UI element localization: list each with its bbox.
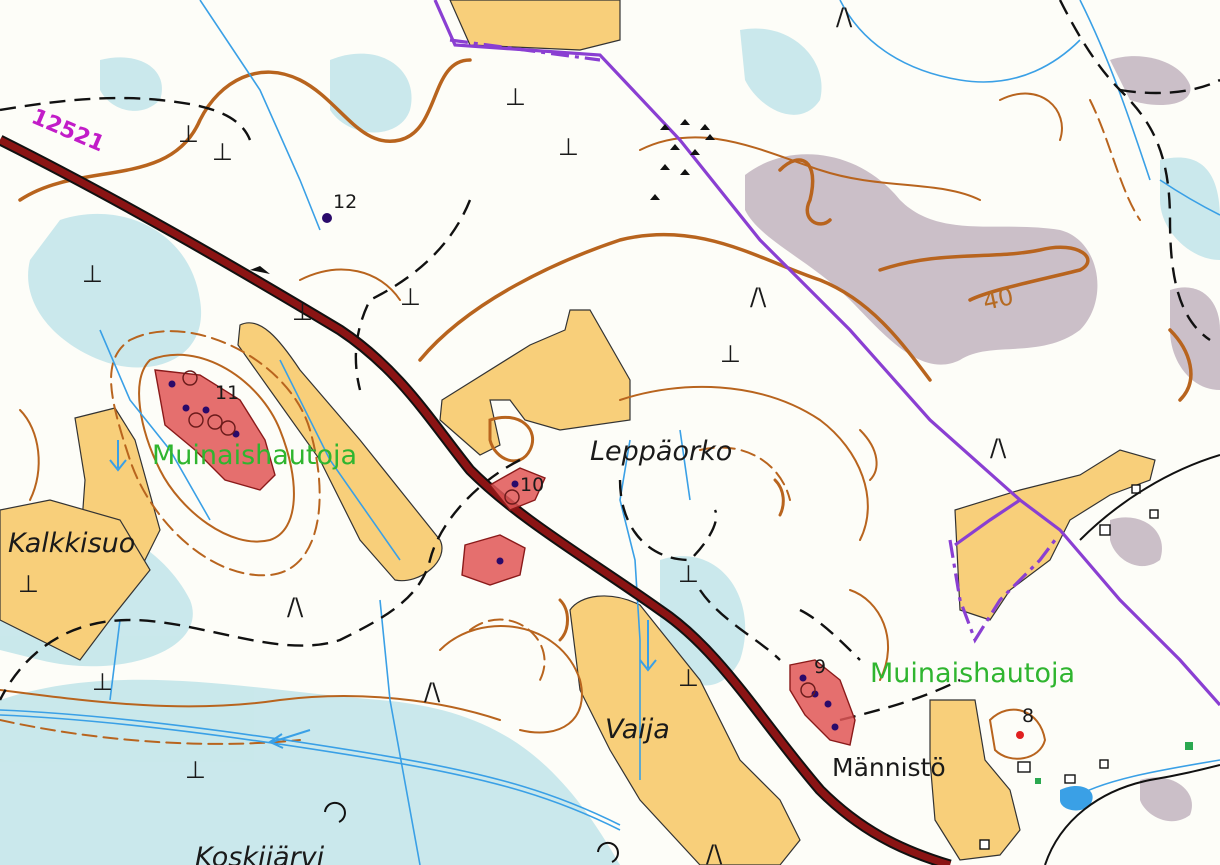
- svg-text:⊥: ⊥: [212, 138, 233, 166]
- svg-text:/\: /\: [706, 840, 723, 865]
- heritage-label-east: Muinaishautoja: [870, 658, 1075, 689]
- site-8-point: [1016, 731, 1024, 739]
- main-road: [0, 135, 952, 865]
- svg-text:/\: /\: [287, 593, 304, 621]
- heritage-rings: [182, 370, 816, 698]
- site-number-8: 8: [1022, 705, 1034, 727]
- place-kalkkisuo: Kalkkisuo: [8, 528, 135, 559]
- svg-text:/\: /\: [750, 283, 767, 311]
- place-leppaorko: Leppäorko: [590, 436, 732, 467]
- road-number-label: 12521: [28, 105, 108, 158]
- side-road-east: [1079, 454, 1220, 541]
- terrain-symbol-icon: ⊥ ⊥ ⊥ ⊥ ⊥ ⊥ ⊥ ⊥ ⊥ ⊥ ⊥ ⊥ ⊥ /\ /\ /\ /\ /\ /\: [18, 3, 1007, 865]
- site-number-11: 11: [215, 382, 239, 404]
- svg-text:/\: /\: [424, 678, 441, 706]
- side-road: [1044, 764, 1220, 865]
- flow-arrow-icon: [109, 440, 657, 749]
- contour-lines: [0, 58, 1193, 760]
- place-mannisto: Männistö: [832, 753, 946, 782]
- heritage-sites: [154, 369, 856, 746]
- svg-text:⊥: ⊥: [400, 283, 421, 311]
- svg-text:⊥: ⊥: [178, 120, 199, 148]
- svg-text:/\: /\: [990, 434, 1007, 462]
- building-icon: [979, 484, 1159, 850]
- place-vaija: Vaija: [605, 714, 670, 745]
- site-number-9: 9: [814, 656, 826, 678]
- svg-text:⊥: ⊥: [720, 340, 741, 368]
- svg-text:⊥: ⊥: [185, 756, 206, 784]
- cliff-markers: [250, 119, 715, 274]
- boundary-line: [433, 0, 1220, 707]
- svg-text:⊥: ⊥: [18, 570, 39, 598]
- site-number-12: 12: [333, 191, 357, 213]
- depression-icon: [324, 801, 619, 863]
- svg-text:⊥: ⊥: [92, 668, 113, 696]
- heritage-label-west: Muinaishautoja: [152, 440, 357, 471]
- svg-text:⊥: ⊥: [558, 133, 579, 161]
- svg-text:⊥: ⊥: [292, 298, 313, 326]
- field-areas: [0, 0, 1156, 865]
- place-koskijarvi: Koskijärvi: [195, 842, 325, 865]
- pond: [1060, 785, 1093, 811]
- site-number-10: 10: [520, 474, 544, 496]
- contour-label: 40: [980, 282, 1016, 316]
- svg-text:⊥: ⊥: [505, 83, 526, 111]
- svg-text:/\: /\: [836, 3, 853, 31]
- svg-text:⊥: ⊥: [678, 664, 699, 692]
- heritage-points: [168, 213, 839, 731]
- svg-text:⊥: ⊥: [678, 560, 699, 588]
- svg-text:⊥: ⊥: [82, 260, 103, 288]
- greenhouse-icon: [1035, 742, 1193, 784]
